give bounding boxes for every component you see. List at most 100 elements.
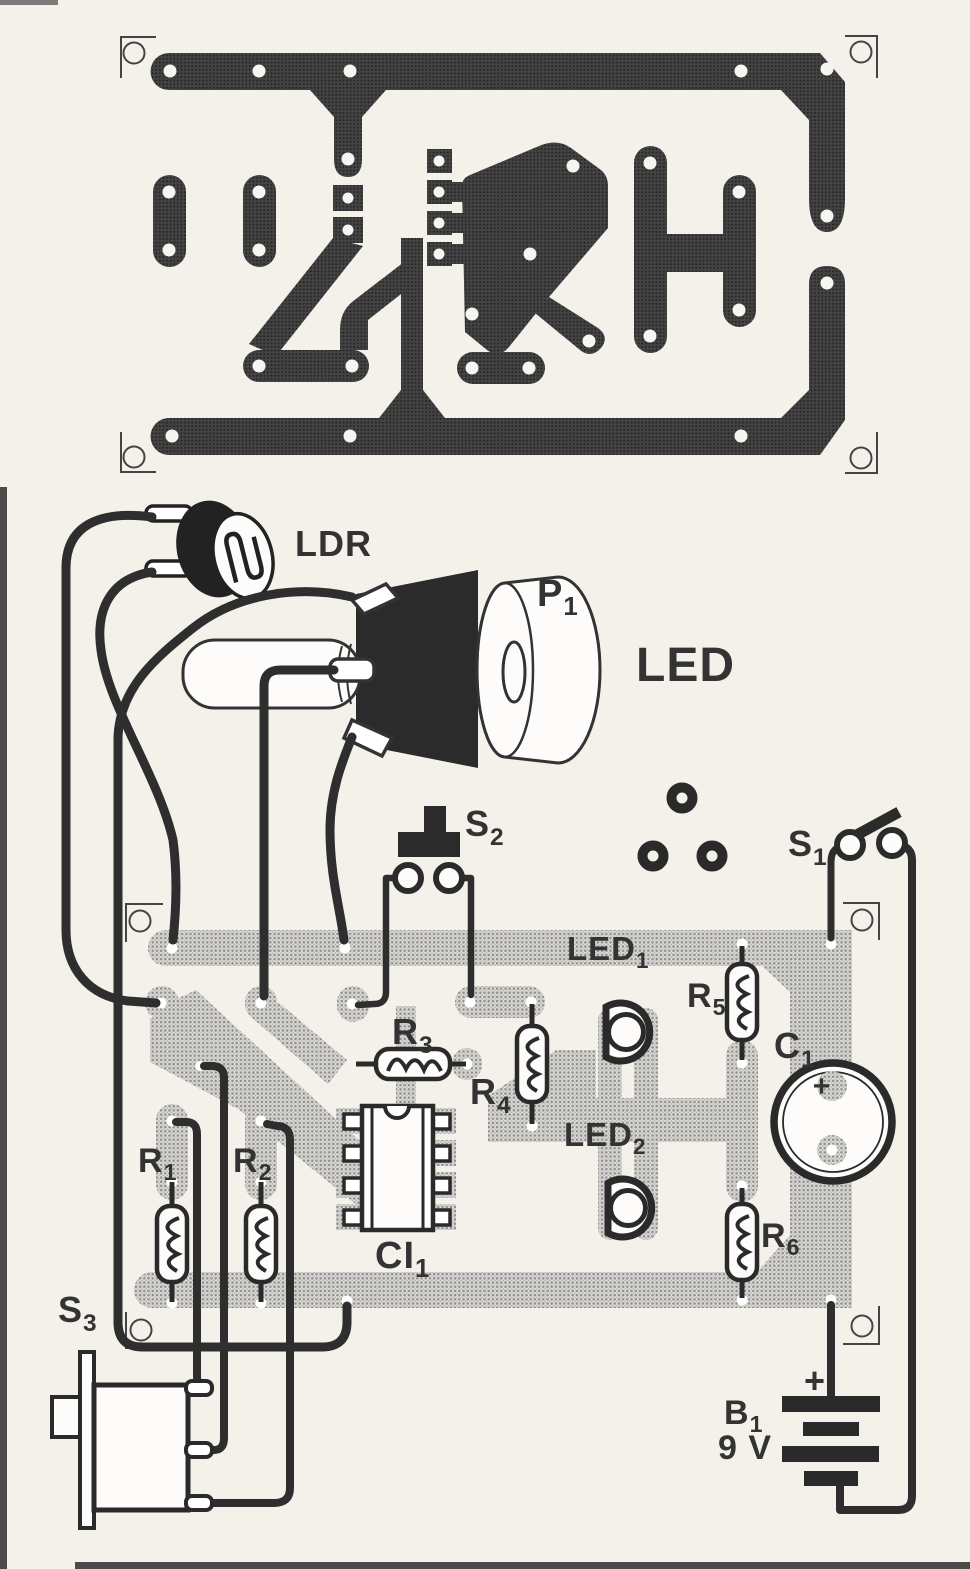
ic-pin xyxy=(342,1144,364,1163)
label-b1: B1 xyxy=(724,1394,763,1437)
p1-terminal-plate xyxy=(356,570,478,768)
wire-p1-top xyxy=(113,587,357,1352)
trace-top-rail xyxy=(150,53,846,232)
trace-stadium xyxy=(243,350,369,382)
trace-diagonal xyxy=(249,238,363,356)
ic-pin xyxy=(342,1208,364,1227)
led2-icon xyxy=(604,1175,656,1241)
label-b1-voltage: 9 V xyxy=(718,1429,772,1467)
trace-stadium xyxy=(457,352,545,384)
corner-bracket-icon xyxy=(120,432,156,473)
battery-plate-long xyxy=(782,1396,880,1412)
s2-terminal xyxy=(433,862,465,894)
s3-body xyxy=(91,1382,191,1513)
potentiometer-p1-icon xyxy=(181,570,602,768)
gray-top-rail xyxy=(148,930,852,966)
label-r2: R2 xyxy=(233,1142,272,1185)
trace-vertical xyxy=(379,238,445,418)
label-c1: C1 xyxy=(774,1025,816,1073)
wire-s2-left xyxy=(354,874,400,1009)
trace-riser xyxy=(340,262,419,350)
c1-positive-pad xyxy=(817,1071,847,1101)
trace-t-junction xyxy=(310,90,386,177)
gray-r5-r6-bar xyxy=(726,1040,758,1202)
trace-pad-oval xyxy=(153,175,186,267)
switch-s1-icon xyxy=(834,807,908,861)
assembly-diagram: LDR P1 LED S2 S1 LED1 R5 C1 + R3 R4 LED2… xyxy=(50,500,916,1530)
corner-bracket-icon xyxy=(845,35,878,78)
label-c1-polarity: + xyxy=(813,1070,832,1103)
resistor-r5-icon xyxy=(724,946,760,1060)
registration-circle-icon xyxy=(129,1318,153,1342)
registration-circle-icon xyxy=(850,1314,874,1338)
wire-ldr-b xyxy=(95,567,181,945)
resistor-r4-icon xyxy=(514,1004,550,1124)
gray-diagonal-short xyxy=(250,1002,347,1084)
corner-bracket-icon xyxy=(845,432,878,474)
ic-pin xyxy=(342,1112,364,1131)
trace-h-right xyxy=(723,175,756,327)
registration-circle-icon xyxy=(850,908,874,932)
label-r1: R1 xyxy=(138,1142,177,1185)
led1-icon xyxy=(602,999,654,1065)
label-b1-polarity: + xyxy=(804,1360,826,1401)
drill-holes xyxy=(162,62,834,443)
label-led: LED xyxy=(636,639,735,692)
label-s1: S1 xyxy=(788,823,828,871)
s2-stem xyxy=(424,806,446,834)
wire-s3-bottom xyxy=(204,1120,294,1507)
c1-hole xyxy=(826,1144,838,1156)
battery-b1-icon xyxy=(782,1396,880,1486)
registration-circle-icon xyxy=(849,446,873,470)
wire-s1-left xyxy=(827,844,841,942)
led1-inner xyxy=(606,1012,646,1052)
wire-s3-middle xyxy=(200,1062,228,1454)
s2-base xyxy=(398,832,460,857)
c1-outline xyxy=(770,1059,896,1185)
wire-p1-bottom xyxy=(325,732,357,945)
label-ldr: LDR xyxy=(295,523,372,564)
corner-bracket-icon xyxy=(125,903,163,942)
label-s3: S3 xyxy=(58,1289,98,1337)
wire-p1-middle xyxy=(259,665,339,1001)
registration-circle-icon xyxy=(849,40,873,64)
pushbutton-s2-icon xyxy=(392,806,465,894)
trace-funnel xyxy=(462,142,608,354)
led-mount-holes-icon xyxy=(637,782,728,872)
label-r6: R6 xyxy=(761,1217,800,1260)
gray-band-and-bottom-rail xyxy=(134,966,852,1308)
gray-stadium xyxy=(455,986,545,1018)
s3-terminal xyxy=(184,1441,214,1459)
battery-plate-short xyxy=(803,1422,859,1436)
s1-terminal xyxy=(876,827,908,859)
wire-ldr-a xyxy=(61,510,161,1008)
corner-bracket-icon xyxy=(843,1306,880,1345)
resistor-r1-icon xyxy=(154,1182,190,1302)
registration-marks xyxy=(120,35,878,474)
registration-circle-icon xyxy=(128,909,152,933)
led2-inner xyxy=(608,1188,648,1228)
ic-notch xyxy=(383,1105,411,1120)
resistor-r3-icon xyxy=(356,1046,466,1082)
trace-bottom-rail xyxy=(150,266,846,455)
resistors xyxy=(154,946,760,1302)
label-r3: R3 xyxy=(392,1011,434,1059)
ldr-serpentine xyxy=(224,531,264,583)
label-r5: R5 xyxy=(687,977,726,1020)
trace-link xyxy=(452,213,464,233)
pcb-copper-layout xyxy=(120,35,878,474)
registration-marks xyxy=(125,902,880,1349)
copper-traces xyxy=(150,53,846,455)
capacitor-c1-icon xyxy=(770,1059,896,1185)
s3-terminal xyxy=(184,1494,214,1512)
label-ci1: CI1 xyxy=(375,1235,430,1283)
label-r4: R4 xyxy=(470,1071,512,1119)
trace-funnel-foot xyxy=(535,297,605,355)
p1-lug-top xyxy=(349,581,401,617)
label-p1: P1 xyxy=(537,573,579,621)
label-led2: LED2 xyxy=(564,1116,646,1159)
registration-circle-icon xyxy=(122,445,146,469)
